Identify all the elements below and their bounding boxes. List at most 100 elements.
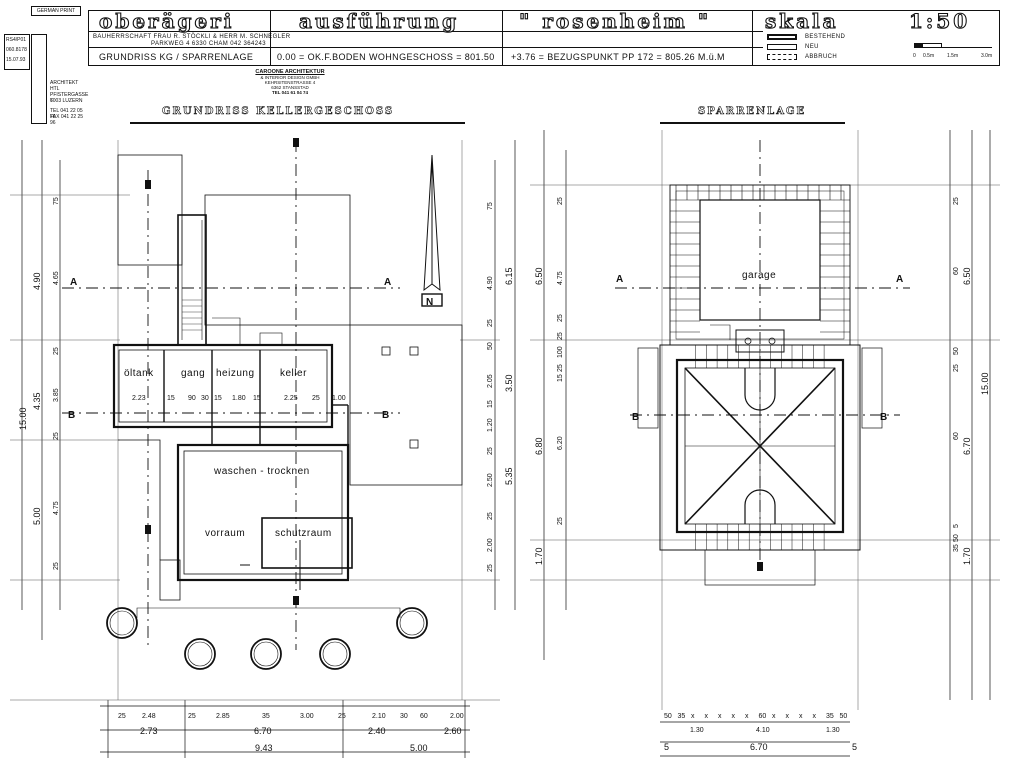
rb1-2: x (691, 713, 695, 720)
code-3: 15.07.93 (6, 57, 26, 63)
section-markers: A A B B N A A B B (68, 274, 903, 423)
lb3-0: 9.43 (255, 743, 273, 753)
rb1-7: 60 (759, 713, 767, 720)
left-section-lines (62, 140, 400, 650)
inner-dim-2: 15 (167, 395, 175, 402)
lr-outer-3: 5.35 (504, 467, 514, 485)
legend-abbruch: ABBRUCH (805, 54, 838, 60)
architect-fax: FAX 041 22 25 96 (50, 114, 84, 126)
inner-dim-8: 2.25 (284, 395, 298, 402)
left-dim-mid-2: 4.35 (32, 392, 42, 410)
section-a-right: A (384, 277, 391, 288)
lb1-10: 2.00 (450, 713, 464, 720)
inner-dim-9: 25 (312, 395, 320, 402)
code-1: RS4/P01 (6, 37, 27, 43)
r-left-inner-6: 25 (557, 364, 564, 372)
lr-inner-12: 25 (487, 564, 494, 572)
client-address: PARKWEG 4 6330 CHAM 042 364243 (151, 41, 266, 47)
left-inner-3: 25 (53, 347, 60, 355)
firm-stamp: CAROONE ARCHITEKTUR & INTERIOR DESIGN GM… (248, 69, 332, 95)
rb1-1: 35 (678, 713, 686, 720)
rb1-3: x (705, 713, 709, 720)
room-oeltank: öltank (124, 368, 154, 379)
r-right-inner-3: 50 (953, 347, 960, 355)
lr-outer-2: 3.50 (504, 374, 514, 392)
room-keller: keller (280, 368, 307, 379)
right-plan-dim-rails (543, 130, 991, 757)
left-inner-1: 75 (53, 197, 60, 205)
room-heizung: heizung (216, 368, 255, 379)
r-right-inner-5: 60 (953, 432, 960, 440)
scalebar-30: 3.0m (981, 53, 993, 59)
rb1-13: 50 (840, 713, 848, 720)
header-cell-phase (271, 11, 503, 65)
left-dim-total: 15.00 (18, 407, 28, 430)
r-left-mid-2: 6.80 (534, 437, 544, 455)
bezugspunkt: +3.76 = BEZUGSPUNKT PP 172 = 805.26 M.ü.… (511, 52, 725, 62)
lr-inner-3: 25 (487, 319, 494, 327)
floor-reference: 0.00 = OK.F.BODEN WOHNGESCHOSS = 801.50 (277, 52, 495, 62)
room-garage: garage (742, 270, 777, 281)
lb1-6: 25 (338, 713, 346, 720)
lr-inner-11: 2.00 (487, 538, 494, 552)
lb1-2: 25 (188, 713, 196, 720)
section-a-left: A (70, 277, 77, 288)
r-right-inner-6: 5 (953, 524, 960, 528)
lr-inner-9: 2.50 (487, 473, 494, 487)
scalebar (914, 43, 992, 49)
r-right-mid-2: 6.70 (962, 437, 972, 455)
plan-title: GRUNDRISS KG / SPARRENLAGE (99, 52, 254, 62)
rsection-a-right: A (896, 274, 903, 285)
rb1-9: x (786, 713, 790, 720)
rsection-a-left: A (616, 274, 623, 285)
lr-inner-4: 50 (487, 342, 494, 350)
rb3-0: 5 (664, 742, 669, 752)
lb1-0: 25 (118, 713, 126, 720)
right-section-lines (615, 140, 910, 560)
left-inner-5: 25 (53, 432, 60, 440)
rb2-0: 1.30 (690, 727, 704, 734)
r-left-inner-1: 25 (557, 197, 564, 205)
north-arrow-shape (421, 154, 443, 307)
left-plan-dim-rails (21, 140, 516, 758)
left-plan-title: GRUNDRISS KELLERGESCHOSS (162, 106, 395, 118)
lb1-4: 35 (262, 713, 270, 720)
inner-dim-1: 2.23 (132, 395, 146, 402)
scale-label: skala (764, 8, 839, 33)
header-box: oberägeri ausführung " rosenheim " skala… (88, 8, 1000, 66)
code-2: 060.8178 (6, 47, 27, 53)
legend-swatch-bestehend (767, 34, 797, 40)
left-dim-mid-1: 4.90 (32, 272, 42, 290)
inner-dim-6: 1.80 (232, 395, 246, 402)
scalebar-0: 0 (913, 53, 916, 59)
lb1-7: 2.10 (372, 713, 386, 720)
r-right-inner-4: 25 (953, 364, 960, 372)
firm-name: CAROONE ARCHITEKTUR (255, 69, 325, 75)
firm-city: 6362 STANSSTAD (271, 85, 309, 90)
architect-addr1: PFISTERGASSE 7 (50, 92, 89, 104)
client-line: BAUHERRSCHAFT FRAU R. STÖCKLI & HERR M. … (93, 34, 291, 40)
scale-value: 1:50 (908, 8, 971, 33)
rb3-1: 6.70 (750, 742, 768, 752)
r-left-inner-2: 4.75 (557, 271, 564, 285)
right-plan-grid-lines (530, 130, 1000, 710)
r-right-mid-1: 6.50 (962, 267, 972, 285)
left-plan-stair (177, 214, 283, 346)
left-plan-walls (112, 343, 353, 590)
architect-addr2: 6003 LUZERN (50, 98, 83, 104)
lb1-9: 60 (420, 713, 428, 720)
lr-inner-5: 2.05 (487, 374, 494, 388)
inner-dim-10: 1.00 (332, 395, 346, 402)
firm-sub: & INTERIOR DESIGN GMBH (260, 75, 320, 80)
lb2-2: 2.40 (368, 726, 386, 736)
legend-swatch-abbruch (767, 54, 797, 60)
section-b-left: B (68, 410, 75, 421)
axis-markers (145, 138, 763, 605)
r-right-mid-3: 1.70 (962, 547, 972, 565)
inner-dim-4: 30 (201, 395, 209, 402)
lr-inner-7: 1.20 (487, 418, 494, 432)
r-right-inner-7: 50 (953, 534, 960, 542)
room-gang: gang (181, 368, 206, 379)
scalebar-15: 1.5m (947, 53, 959, 59)
